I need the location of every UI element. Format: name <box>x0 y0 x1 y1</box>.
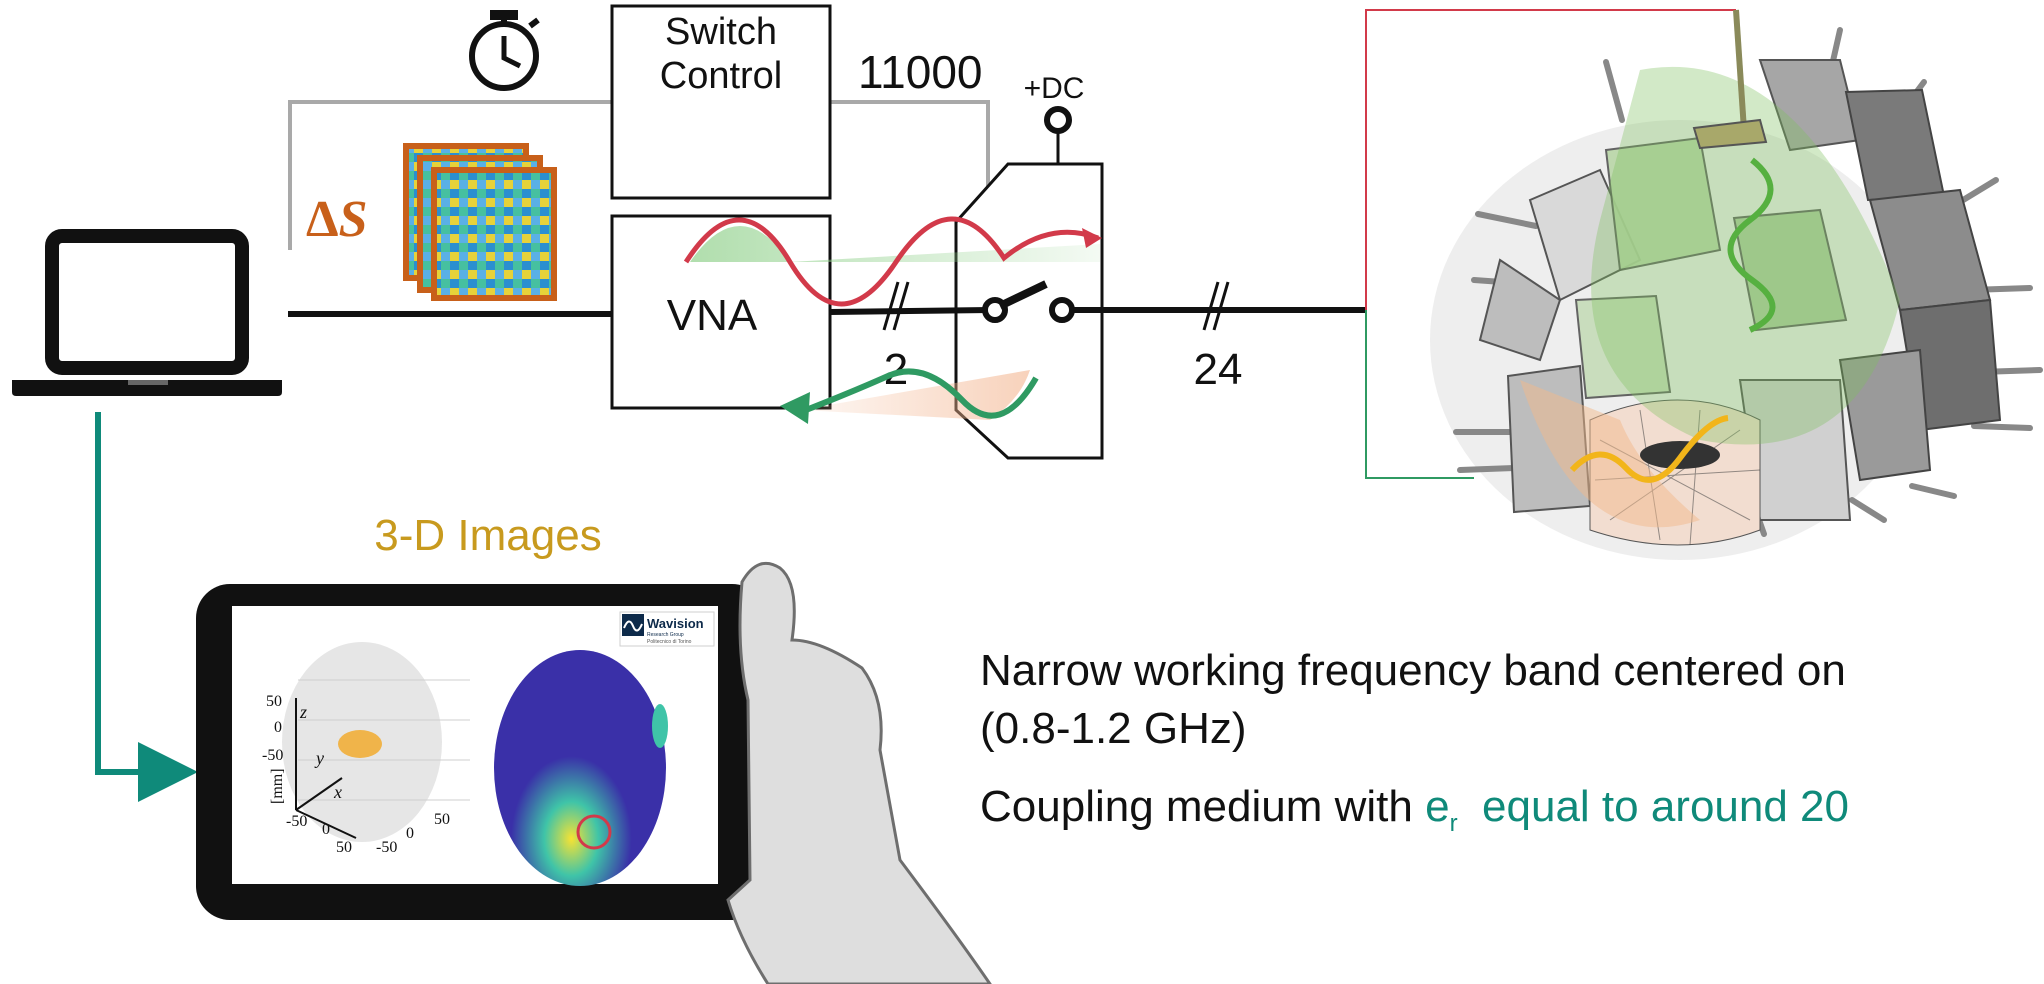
logo-sub1: Research Group <box>647 632 684 638</box>
sparameter-matrix-stack <box>403 143 557 301</box>
tick-y-3: 50 <box>434 811 450 828</box>
bus-slash-antennas <box>1202 281 1230 331</box>
antenna-array-illustration <box>1430 9 2043 560</box>
laptop-tablet-link <box>95 412 198 802</box>
bus-count-antennas: 24 <box>1194 345 1243 394</box>
switch-control-label-1: Switch <box>665 11 777 53</box>
logo-title: Wavision <box>647 616 704 631</box>
vna-label: VNA <box>667 291 758 340</box>
note-line-2: (0.8-1.2 GHz) <box>980 704 1247 753</box>
note-line-3-suffix: equal to around 20 <box>1457 782 1850 831</box>
tablet-heatmap <box>494 650 668 886</box>
stopwatch-icon <box>469 10 540 91</box>
tick-x-3: 50 <box>336 839 352 856</box>
tick-z-2: 0 <box>274 719 282 736</box>
tablet-3d-plot: z y x [mm] 50 0 -50 -50 0 50 -50 0 50 <box>262 642 470 856</box>
switch-control-label-2: Control <box>660 55 783 97</box>
delta-s-label: ΔS <box>306 191 368 248</box>
bus-slash-vna <box>882 281 910 331</box>
images-label: 3-D Images <box>374 511 601 560</box>
vna-switch-link <box>829 307 991 315</box>
tick-z-3: -50 <box>262 747 283 764</box>
tick-y-2: 0 <box>406 825 414 842</box>
note-line-3-prefix: Coupling medium with <box>980 782 1426 831</box>
receive-wave-arrow <box>780 392 810 424</box>
axis-x-label: x <box>333 782 342 802</box>
antenna-red-link <box>1365 9 1736 310</box>
switch-control-box <box>610 4 832 200</box>
hand-illustration <box>726 561 992 984</box>
control-word: 11000 <box>858 46 983 98</box>
tick-x-1: -50 <box>286 813 307 830</box>
antenna-green-link <box>1365 310 1474 479</box>
note-line-3: Coupling medium with er equal to around … <box>980 782 1849 838</box>
dc-terminal <box>1044 106 1072 134</box>
axis-unit-label: [mm] <box>269 768 286 804</box>
transmit-wave <box>683 216 1099 307</box>
rf-switch-icon <box>982 280 1075 323</box>
tick-y-1: -50 <box>376 839 397 856</box>
laptop-icon <box>12 229 282 396</box>
transmit-wave-shade <box>690 226 1100 262</box>
control-wires <box>288 100 990 250</box>
wavision-logo: Wavision Research Group Politecnico di T… <box>619 611 715 647</box>
permittivity-symbol: er <box>1425 782 1458 837</box>
transmit-wave-arrow <box>1082 228 1102 248</box>
tick-x-2: 0 <box>322 821 330 838</box>
dc-label: +DC <box>1024 72 1085 105</box>
logo-sub2: Politecnico di Torino <box>647 639 692 645</box>
receive-wave <box>804 368 1039 419</box>
tick-z-1: 50 <box>266 693 282 710</box>
note-line-1: Narrow working frequency band centered o… <box>980 646 1846 695</box>
axis-y-label: y <box>314 748 324 768</box>
axis-z-label: z <box>299 702 307 722</box>
